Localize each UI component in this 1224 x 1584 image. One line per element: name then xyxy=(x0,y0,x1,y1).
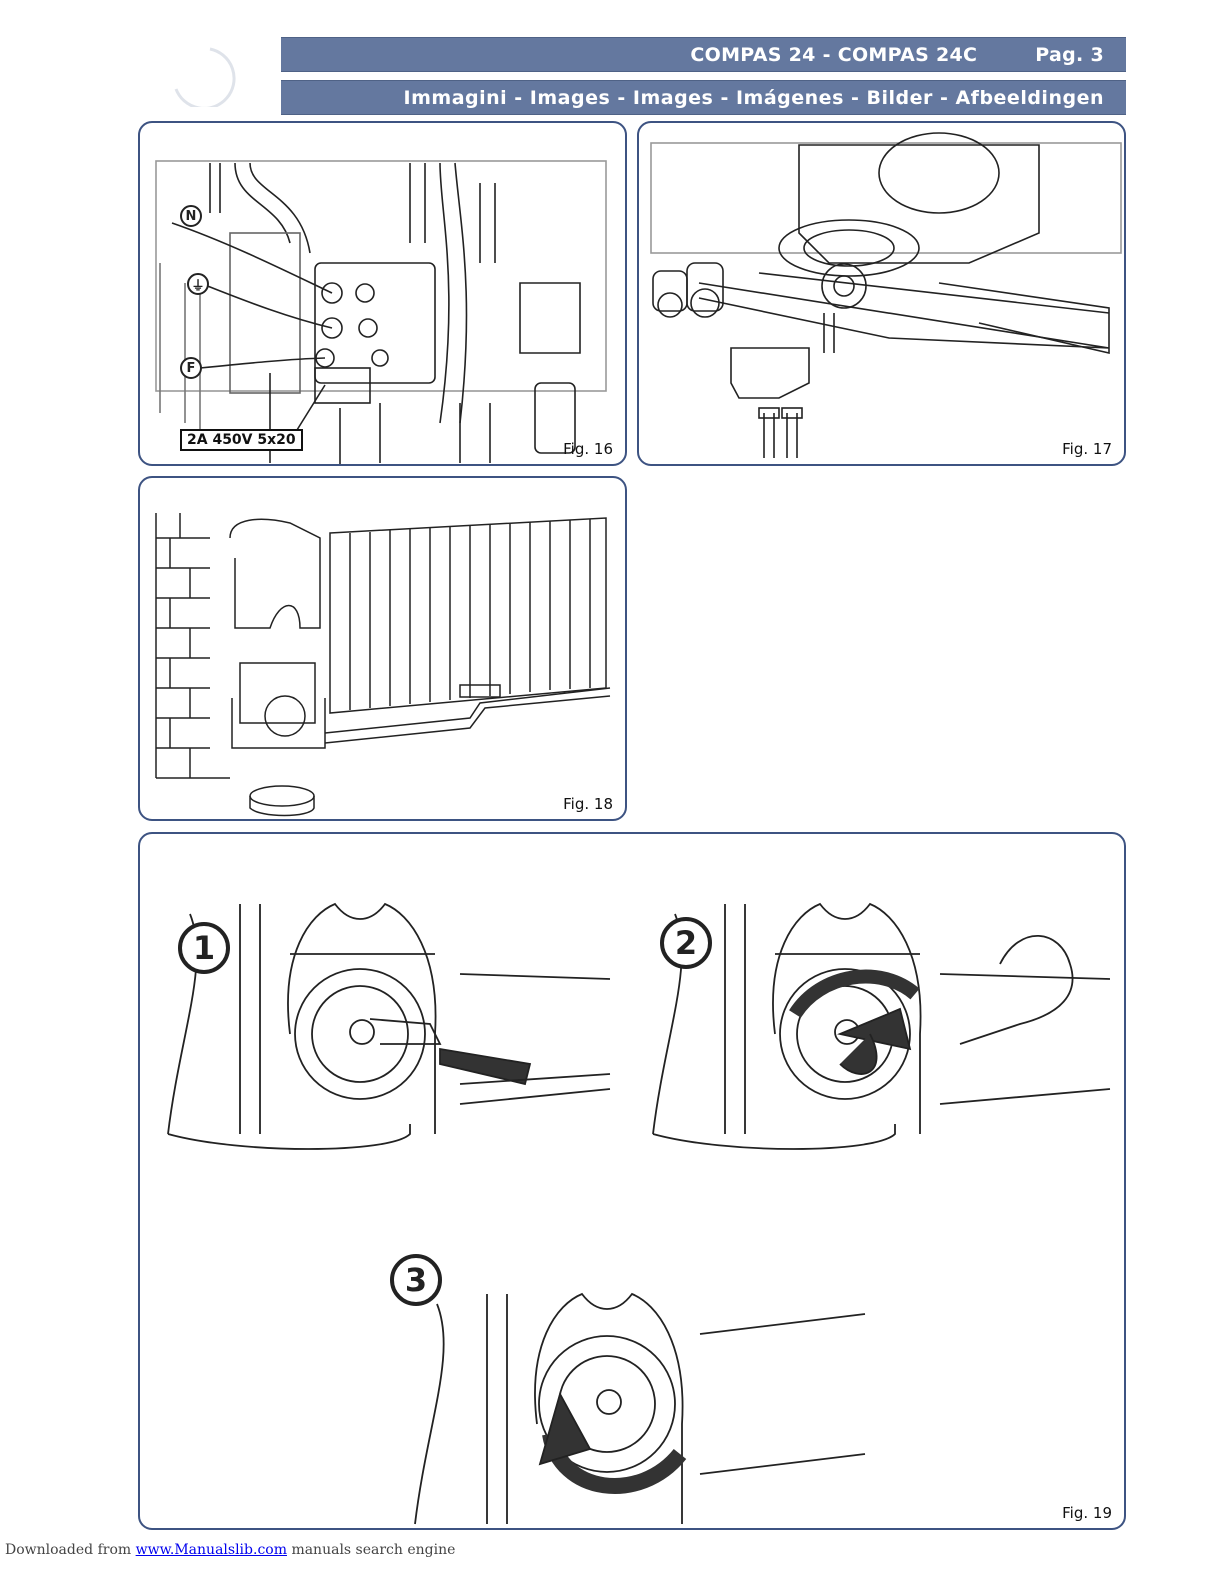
figure-label: Fig. 19 xyxy=(1062,1504,1112,1522)
figure-16-panel: N ⏚ F 2A 450V 5x20 Fig. 16 xyxy=(138,121,627,466)
step-number-3: 3 xyxy=(390,1254,442,1306)
terminal-n-label: N xyxy=(180,205,202,227)
footer-prefix: Downloaded from xyxy=(5,1542,131,1558)
figure-label: Fig. 18 xyxy=(563,795,613,813)
manual-release-drawing xyxy=(140,834,1126,1530)
figure-17-panel: Fig. 17 xyxy=(637,121,1126,466)
page-number: Pag. 3 xyxy=(1035,44,1104,66)
figure-19-panel: 1 2 3 Fig. 19 xyxy=(138,832,1126,1530)
wiring-terminal-drawing xyxy=(140,123,627,466)
download-footer: Downloaded from www.Manualslib.com manua… xyxy=(5,1542,455,1558)
header-title-band: COMPAS 24 - COMPAS 24C Pag. 3 xyxy=(281,37,1126,72)
model-title: COMPAS 24 - COMPAS 24C xyxy=(690,44,977,66)
figure-label: Fig. 17 xyxy=(1062,440,1112,458)
step-number-1: 1 xyxy=(178,922,230,974)
figure-18-panel: Fig. 18 xyxy=(138,476,627,821)
header-subtitle-band: Immagini - Images - Images - Imágenes - … xyxy=(281,80,1126,115)
earth-terminal-icon: ⏚ xyxy=(187,273,209,295)
terminal-f-label: F xyxy=(180,357,202,379)
step-number-2: 2 xyxy=(660,917,712,969)
footer-suffix: manuals search engine xyxy=(291,1542,455,1558)
images-subtitle: Immagini - Images - Images - Imágenes - … xyxy=(404,87,1104,109)
motor-base-drawing xyxy=(639,123,1126,466)
manualslib-link[interactable]: www.Manualslib.com xyxy=(136,1542,287,1558)
logo-arc-icon xyxy=(170,45,236,107)
fuse-rating-label: 2A 450V 5x20 xyxy=(180,429,303,451)
figure-label: Fig. 16 xyxy=(563,440,613,458)
gate-installation-drawing xyxy=(140,478,627,821)
